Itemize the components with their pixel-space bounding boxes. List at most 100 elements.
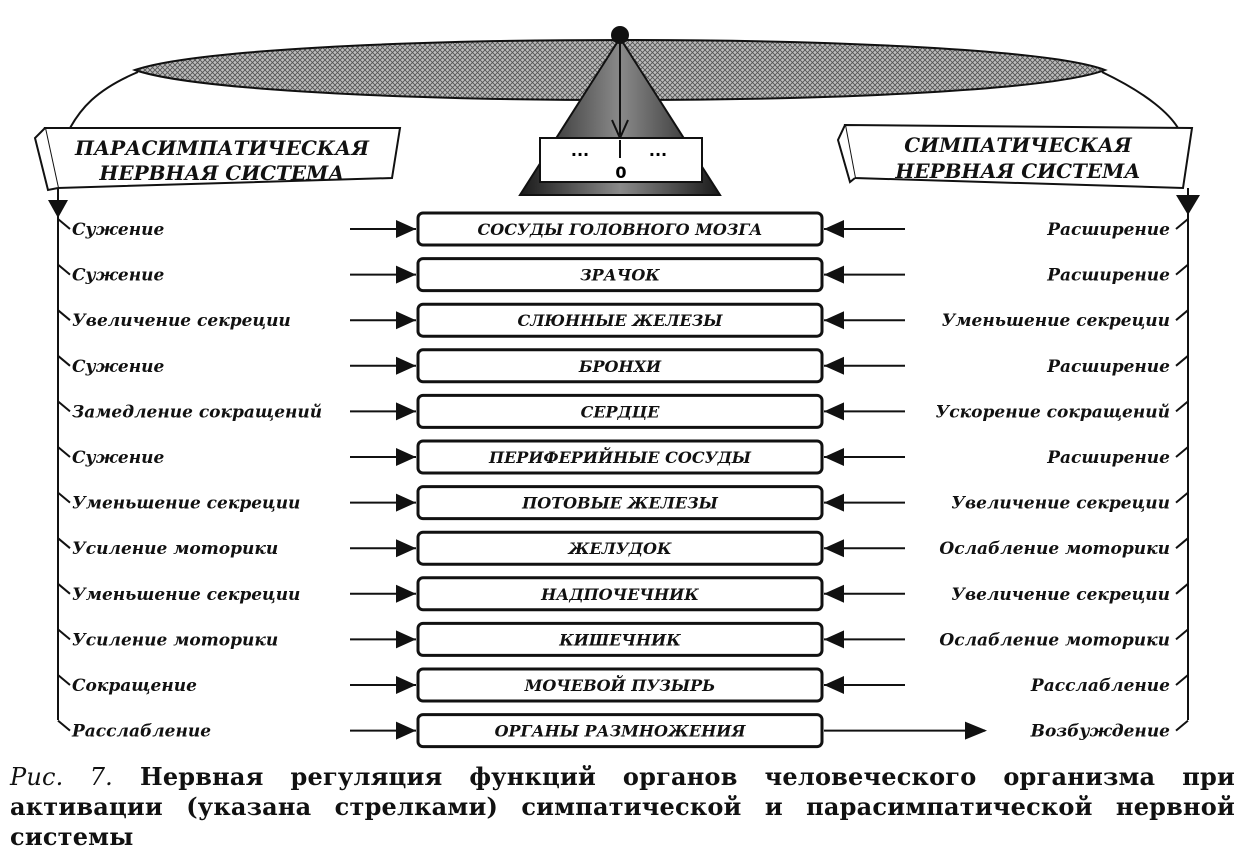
organ-name: СЕРДЦЕ [581, 402, 661, 421]
left-branch-tick [57, 218, 71, 230]
organ-row: Уменьшение секреции Увеличение секреции ПО… [57, 485, 1189, 521]
left-branch-tick [57, 583, 71, 595]
parasympathetic-effect: Замедление сокращений [72, 402, 322, 422]
left-branch-tick [57, 400, 71, 413]
parasympathetic-arrowhead [396, 676, 416, 694]
left-branch-tick [57, 491, 71, 504]
parasympathetic-effect: Уменьшение секреции [72, 585, 300, 605]
sympathetic-effect: Расширение [1046, 220, 1170, 240]
organ-name: ПОТОВЫЕ ЖЕЛЕЗЫ [521, 494, 718, 513]
sympathetic-arrowhead [965, 721, 987, 740]
right-branch-tick [1175, 218, 1189, 230]
organ-name: БРОНХИ [578, 357, 662, 376]
left-branch-tick [57, 719, 71, 732]
sympathetic-arrowhead [824, 539, 844, 558]
parasympathetic-effect: Усиление моторики [72, 539, 278, 559]
parasympathetic-banner: ПАРАСИМПАТИЧЕСКАЯ НЕРВНАЯ СИСТЕМА [33, 127, 402, 192]
parasympathetic-title-line2: НЕРВНАЯ СИСТЕМА [98, 161, 344, 185]
organ-box [416, 576, 824, 612]
sympathetic-effect: Увеличение секреции [951, 494, 1170, 514]
right-branch-tick [1175, 719, 1189, 732]
left-branch-tick [57, 446, 71, 458]
right-branch-tick [1175, 491, 1189, 504]
sympathetic-effect: Расширение [1046, 266, 1170, 286]
scale-pyramid: ... ... 0 [518, 26, 722, 196]
organ-name: СОСУДЫ ГОЛОВНОГО МОЗГА [478, 220, 763, 239]
organ-box [416, 211, 824, 247]
right-branch-tick [1175, 583, 1189, 595]
sympathetic-effect: Расслабление [1030, 676, 1170, 696]
parasympathetic-effect: Сужение [72, 448, 164, 468]
parasympathetic-effect: Сужение [72, 266, 164, 286]
right-branch-tick [1175, 309, 1189, 321]
right-branch-tick [1175, 446, 1189, 458]
right-branch-tick [1175, 355, 1189, 367]
sympathetic-arrowhead [824, 448, 844, 466]
parasympathetic-effect: Сужение [72, 220, 164, 240]
parasympathetic-arrowhead [396, 721, 416, 740]
parasympathetic-effect: Расслабление [71, 722, 211, 742]
parasympathetic-title-line1: ПАРАСИМПАТИЧЕСКАЯ [74, 136, 370, 160]
right-branch-tick [1175, 537, 1189, 549]
right-branch-tick [1175, 400, 1189, 413]
parasympathetic-arrowhead [396, 539, 416, 558]
organ-box [416, 302, 824, 338]
left-branch-tick [57, 674, 71, 686]
sympathetic-arrowhead [824, 630, 844, 649]
organ-name: ЗРАЧОК [580, 266, 660, 285]
organ-box [416, 348, 824, 384]
parasympathetic-arrowhead [396, 311, 416, 330]
organ-box [416, 713, 824, 749]
sympathetic-effect: Ослабление моторики [939, 539, 1170, 559]
organ-name: ПЕРИФЕРИЙНЫЕ СОСУДЫ [488, 446, 752, 467]
parasympathetic-arrowhead [396, 265, 416, 284]
organ-row: Сужение Расширение СОСУДЫ ГОЛОВНОГО МОЗГА [57, 211, 1189, 247]
organ-name: ЖЕЛУДОК [567, 539, 671, 558]
organ-row: Сужение Расширение ЗРАЧОК [57, 257, 1189, 293]
sympathetic-effect: Расширение [1046, 448, 1170, 468]
figure-label: Рис. 7. [10, 763, 113, 791]
left-branch-tick [57, 263, 71, 276]
organ-box [416, 530, 824, 566]
right-branch-tick [1175, 628, 1189, 641]
sympathetic-effect: Ослабление моторики [939, 630, 1170, 650]
organ-row: Замедление сокращений Ускорение сокращени… [57, 393, 1189, 429]
parasympathetic-arrowhead [396, 220, 416, 238]
sympathetic-title-line1: СИМПАТИЧЕСКАЯ [904, 133, 1133, 157]
sympathetic-arrowhead [824, 311, 844, 330]
scale-right-dots: ... [649, 141, 667, 160]
organ-row: Сужение Расширение ПЕРИФЕРИЙНЫЕ СОСУДЫ [57, 439, 1189, 475]
sympathetic-effect: Ускорение сокращений [936, 402, 1171, 422]
sympathetic-arrowhead [824, 220, 844, 238]
organ-box [416, 485, 824, 521]
parasympathetic-arrowhead [396, 630, 416, 649]
left-branch-tick [57, 628, 71, 641]
left-branch-tick [57, 309, 71, 321]
caption-text: Нервная регуляция функций органов челове… [10, 762, 1235, 851]
sympathetic-arrowhead [824, 584, 844, 603]
trunk-lines [48, 188, 1200, 720]
organ-name: КИШЕЧНИК [558, 630, 681, 649]
scale-left-dots: ... [571, 141, 589, 160]
sympathetic-arrowhead [824, 356, 844, 375]
sympathetic-banner: СИМПАТИЧЕСКАЯ НЕРВНАЯ СИСТЕМА [836, 123, 1194, 190]
figure-caption: Рис. 7. Нервная регуляция функций органо… [10, 762, 1235, 852]
sympathetic-title-line2: НЕРВНАЯ СИСТЕМА [894, 159, 1140, 183]
parasympathetic-effect: Сужение [72, 357, 164, 377]
organ-box [416, 667, 824, 703]
parasympathetic-arrowhead [396, 493, 416, 512]
parasympathetic-arrowhead [396, 584, 416, 603]
parasympathetic-effect: Увеличение секреции [72, 311, 291, 331]
parasympathetic-effect: Сокращение [72, 676, 197, 696]
parasympathetic-effect: Уменьшение секреции [72, 494, 300, 514]
sympathetic-arrowhead [824, 676, 844, 694]
organ-box [416, 393, 824, 429]
parasympathetic-arrowhead [396, 402, 416, 421]
parasympathetic-arrowhead [396, 448, 416, 466]
